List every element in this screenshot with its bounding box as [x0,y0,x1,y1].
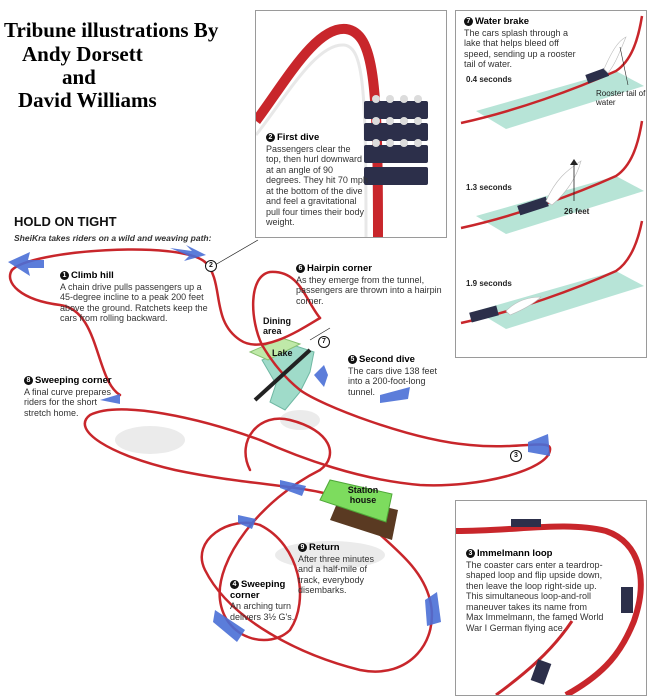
riders [372,95,422,147]
credit-line-4: David Williams [18,88,157,112]
station-house-label: Station house [347,485,379,505]
lake-strips [476,71,644,329]
lake-label: Lake [272,348,293,358]
credit-line-3: and [62,65,96,89]
rooster-tails [505,36,627,316]
first-dive-illustration [256,23,428,237]
marker-7: 7 [318,336,330,348]
station-house [319,479,398,540]
coaster-car [364,101,428,185]
marker-2: 2 [205,260,217,272]
tunnel-track [253,348,312,402]
credit-line-2: Andy Dorsett [22,42,143,66]
time-label-3: 1.9 seconds [466,279,512,288]
headline-subtitle: SheiKra takes riders on a wild and weavi… [14,233,212,243]
time-label-1: 0.4 seconds [466,75,512,84]
brake-cars [469,67,610,323]
immelmann-illustration [456,519,644,695]
height-label: 26 feet [564,207,590,216]
credit-line-1: Tribune illustrations By [4,18,219,42]
immelmann-cars [511,519,633,685]
time-label-2: 1.3 seconds [466,183,512,192]
headline-title: HOLD ON TIGHT [14,214,117,229]
rooster-tail-label: Rooster tail of water [596,89,646,107]
dining-area-label: Dining area [263,316,291,336]
leader-lines [214,239,331,341]
water-brake-illustration [460,15,644,329]
marker-3: 3 [510,450,522,462]
